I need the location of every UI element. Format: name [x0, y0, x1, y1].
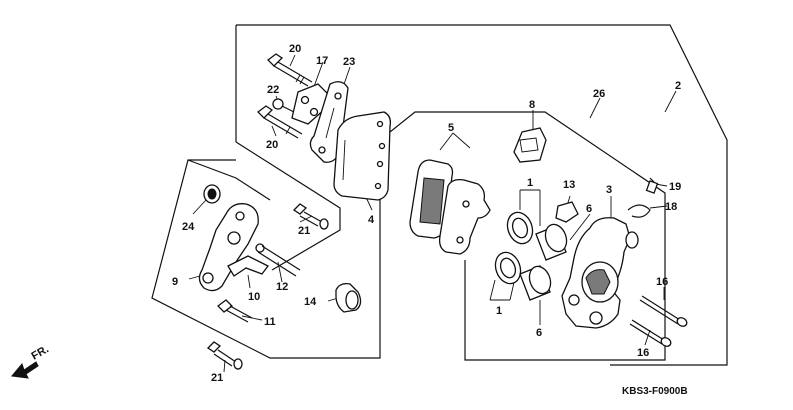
callout-16-lower: 16: [637, 347, 649, 359]
part-13-boot: [335, 282, 362, 313]
callout-20-upper: 20: [289, 43, 301, 55]
part-4-backing-plate: [333, 111, 392, 201]
callout-12: 12: [276, 281, 288, 293]
part-24-bushing: [203, 184, 221, 204]
leader-lines: [188, 54, 677, 373]
part-16-pin-upper: [639, 295, 688, 327]
callout-24: 24: [182, 221, 195, 233]
callout-19: 19: [669, 181, 681, 193]
bracket-group-outline: [187, 159, 271, 201]
part-21-bolt-upper: [292, 203, 329, 230]
part-6-piston-lower: [519, 265, 552, 301]
part-22-pin: [272, 98, 295, 113]
part-12-pin: [255, 243, 301, 277]
callout-20-lower: 20: [266, 139, 278, 151]
part-20-bolt-upper: [267, 53, 313, 87]
part-18-clip: [627, 204, 651, 218]
part-16-pin-lower: [629, 319, 672, 347]
callout-6-lower: 6: [536, 327, 542, 339]
callout-1-lower: 1: [496, 305, 502, 317]
part-10-clip: [227, 255, 269, 277]
callout-5: 5: [448, 122, 454, 134]
drawing-code: KBS3-F0900B: [622, 386, 688, 397]
part-1-seal-lower: [494, 251, 522, 285]
callout-18: 18: [665, 201, 677, 213]
callout-14: 13: [563, 179, 575, 191]
part-3-caliper-body: [561, 217, 639, 329]
callout-21-upper: 21: [298, 225, 310, 237]
part-17-retainer-plate: [291, 83, 331, 125]
part-9-bracket: [198, 203, 259, 292]
part-1-seal-upper: [506, 211, 534, 245]
part-6-piston-upper: [535, 223, 568, 261]
callout-2: 2: [675, 80, 681, 92]
callout-8: 8: [529, 99, 535, 111]
callout-6-upper: 6: [586, 203, 592, 215]
callout-labels: 2 26 8 5 1 13 3 19 18 6 4 16 1 6 16 20 1…: [172, 43, 681, 384]
assembly-outline-26: [235, 111, 666, 361]
callout-10: 10: [248, 291, 260, 303]
callout-23: 23: [343, 56, 355, 68]
callout-1-upper: 1: [527, 177, 533, 189]
callout-9: 9: [172, 276, 178, 288]
part-5-brake-pad-outer: [409, 159, 454, 239]
part-14-cap: [555, 201, 579, 223]
callout-13: 14: [304, 296, 317, 308]
callout-16-upper: 16: [656, 276, 668, 288]
part-5-brake-pad-inner: [438, 178, 491, 255]
callout-3: 3: [606, 184, 612, 196]
part-20-bolt-lower: [257, 105, 303, 139]
assembly-outline-2: [235, 24, 728, 366]
callout-26: 26: [593, 88, 605, 100]
front-direction-label: FR.: [30, 343, 51, 362]
part-21-bolt-lower: [206, 341, 243, 370]
part-8-pad-spring: [513, 127, 547, 163]
callout-4: 4: [368, 214, 375, 226]
front-direction-arrow-icon: [11, 361, 39, 379]
part-19-bleeder-screw: [645, 177, 659, 194]
callout-17: 17: [316, 55, 328, 67]
callout-21-lower: 21: [211, 372, 223, 384]
callout-11: 11: [264, 316, 276, 328]
part-11-bolt: [217, 299, 253, 323]
pad-group-outline: [151, 140, 381, 359]
callout-22: 22: [267, 84, 279, 96]
